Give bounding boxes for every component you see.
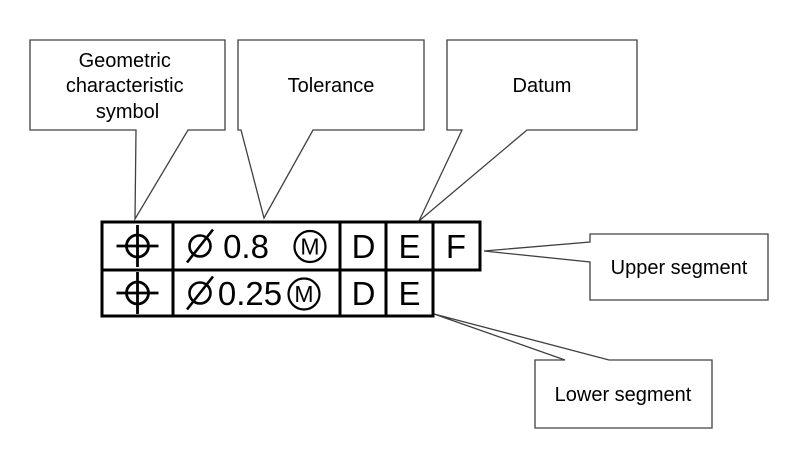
- position-symbol-icon: [116, 272, 159, 314]
- upper-segment-row: 0.8 M D E F: [116, 225, 466, 267]
- geometric-characteristic-symbol-label: Geometric characteristic symbol: [66, 50, 189, 123]
- upper-modifier-letter: M: [300, 234, 319, 260]
- callout-lower-segment: [433, 313, 713, 429]
- upper-segment-label: Upper segment: [611, 257, 748, 279]
- upper-row-outline: [100, 220, 482, 272]
- mmc-modifier-icon: M: [293, 229, 327, 264]
- callout-tolerance: [237, 39, 425, 220]
- lower-datum-e: E: [398, 275, 420, 312]
- upper-datum-f: F: [446, 228, 466, 265]
- upper-datum-d: D: [352, 228, 376, 265]
- lower-segment-label: Lower segment: [555, 384, 692, 406]
- tolerance-label: Tolerance: [288, 75, 375, 97]
- lower-segment-row: 0.25 M D E: [116, 272, 421, 314]
- upper-datum-e: E: [398, 228, 420, 265]
- lower-datum-d: D: [352, 275, 376, 312]
- feature-control-frame: [100, 220, 482, 318]
- callout-upper-segment: [483, 233, 769, 301]
- label-line-1: Geometric: [79, 50, 171, 72]
- mmc-modifier-icon: M: [287, 277, 321, 311]
- lower-modifier-letter: M: [294, 281, 313, 307]
- upper-tolerance-value: 0.8: [223, 228, 269, 265]
- callout-group: [29, 39, 769, 429]
- datum-label: Datum: [513, 75, 572, 97]
- position-symbol-icon: [116, 225, 159, 267]
- lower-row-outline: [100, 268, 435, 318]
- callout-datum: [418, 39, 638, 222]
- diameter-symbol-icon: [185, 275, 215, 311]
- label-line-2: characteristic: [66, 75, 184, 97]
- lower-tolerance-value: 0.25: [218, 275, 282, 312]
- diameter-symbol-icon: [185, 228, 215, 264]
- label-line-3: symbol: [96, 101, 159, 123]
- callout-geometric-characteristic-symbol: [29, 39, 226, 222]
